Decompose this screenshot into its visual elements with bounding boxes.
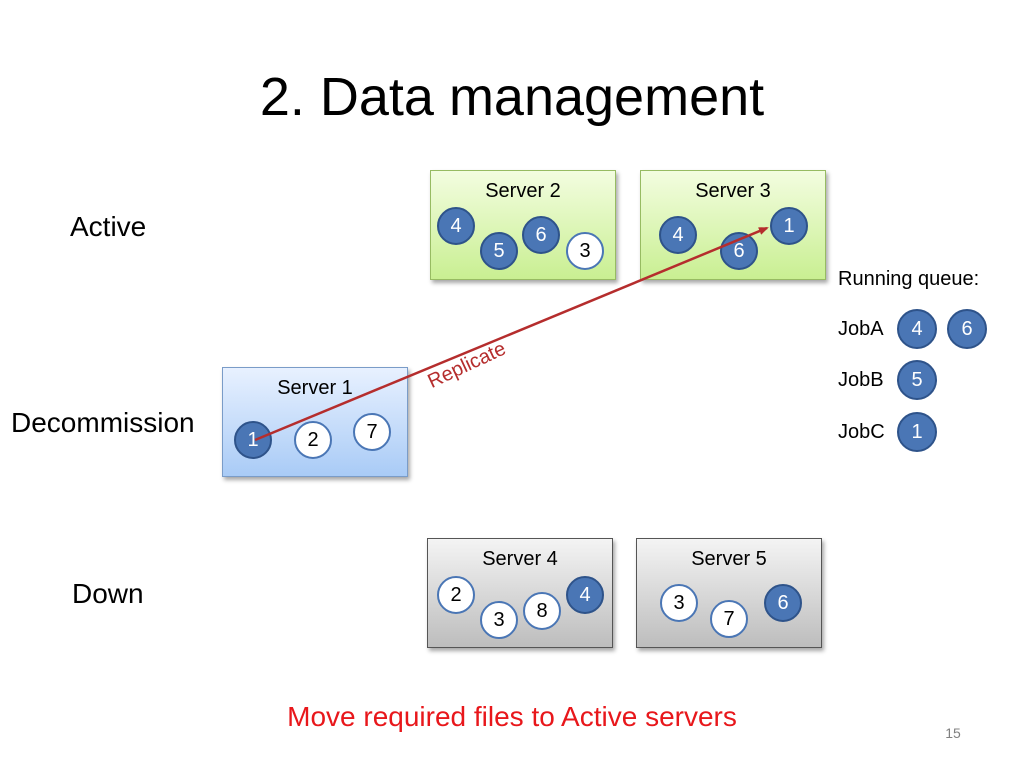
chunk-circle: 5 (480, 232, 518, 270)
chunk-circle: 2 (437, 576, 475, 614)
server-1-box: Server 1 1 2 7 (222, 367, 408, 477)
chunk-circle: 4 (566, 576, 604, 614)
row-label-active: Active (70, 211, 147, 242)
chunk-circle: 4 (897, 309, 937, 349)
row-label-down: Down (72, 578, 144, 609)
server-1-name: Server 1 (277, 377, 353, 399)
chunk-circle: 4 (659, 216, 697, 254)
chunk-circle: 3 (566, 232, 604, 270)
chunk-circle: 3 (480, 601, 518, 639)
server-2-box: Server 2 4 6 5 3 (430, 170, 616, 280)
slide-caption: Move required files to Active servers (287, 701, 737, 732)
job-label-a: JobA (838, 318, 884, 340)
row-label-decommission: Decommission (11, 407, 195, 438)
chunk-circle: 2 (294, 421, 332, 459)
chunk-circle: 7 (353, 413, 391, 451)
chunk-circle: 1 (234, 421, 272, 459)
server-2-name: Server 2 (485, 180, 561, 202)
chunk-circle: 6 (947, 309, 987, 349)
chunk-circle: 7 (710, 600, 748, 638)
chunk-circle: 6 (720, 232, 758, 270)
chunk-circle: 4 (437, 207, 475, 245)
running-queue-title: Running queue: (838, 268, 980, 290)
chunk-circle: 8 (523, 592, 561, 630)
server-4-name: Server 4 (482, 548, 558, 570)
server-3-name: Server 3 (695, 180, 771, 202)
replicate-label: Replicate (424, 337, 510, 393)
server-4-box: Server 4 2 4 8 3 (427, 538, 613, 648)
server-3-box: Server 3 1 4 6 (640, 170, 826, 280)
chunk-circle: 1 (897, 412, 937, 452)
slide-title: 2. Data management (259, 67, 765, 127)
chunk-circle: 5 (897, 360, 937, 400)
chunk-circle: 1 (770, 207, 808, 245)
chunk-circle: 3 (660, 584, 698, 622)
job-label-c: JobC (838, 421, 885, 443)
chunk-circle: 6 (764, 584, 802, 622)
server-5-name: Server 5 (691, 548, 767, 570)
page-number: 15 (945, 725, 961, 741)
chunk-circle: 6 (522, 216, 560, 254)
job-label-b: JobB (838, 369, 884, 391)
server-5-box: Server 5 3 6 7 (636, 538, 822, 648)
